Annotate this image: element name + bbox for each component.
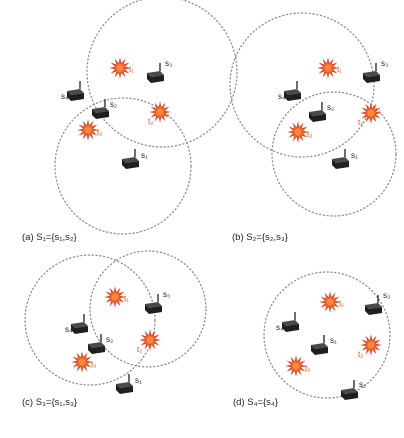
panel-caption: (c) S₃={s₁,s₃} [22,397,77,408]
sensor-icon [341,380,358,400]
panel-caption: (b) S₂={s₂,s₃} [232,232,288,243]
sensor-label: s₂ [106,335,113,344]
panel-a: s₁ s₂ s₃ s₄ t₁ t₂ t₃ (a) S₁={s₁,s₂} [22,0,238,243]
coverage-circle [86,0,238,148]
coverage-circle [271,91,397,217]
coverage-circle [263,271,391,399]
panel-b: s₁ s₂ s₃ s₄ t₁ t₂ t₃ (b) S₂={s₂,s₃} [229,12,397,243]
target-icon [360,334,382,356]
sensor-icon [309,102,326,122]
sensor-icon [67,81,84,101]
coverage-circle [54,97,192,235]
sensor-label: s₃ [381,59,388,68]
sensor-icon [145,294,162,314]
sensor-icon [147,63,164,83]
target-icon [287,121,309,143]
sensor-icon [311,335,328,355]
sensor-label: s₄ [65,325,72,334]
sensor-label: s₁ [351,151,358,160]
target-label: t₁ [129,65,134,74]
target-icon [149,101,171,123]
sensor-label: s₃ [165,59,172,68]
target-label: t₃ [97,128,102,137]
target-label: t₁ [339,299,344,308]
target-icon [71,351,93,373]
panel-caption: (a) S₁={s₁,s₂} [22,232,77,243]
sensor-label: s₄ [276,323,283,332]
target-label: t₂ [148,117,153,126]
target-icon [77,119,99,141]
target-icon [319,291,341,313]
sensor-label: s₁ [135,376,142,385]
sensor-icon [71,314,88,334]
target-icon [360,102,382,124]
target-icon [317,57,339,79]
target-label: t₁ [124,294,129,303]
sensor-label: s₂ [327,103,334,112]
sensor-label: s₁ [330,336,337,345]
sensor-label: s₂ [359,380,366,389]
sensor-icon [365,295,382,315]
target-label: t₂ [358,350,363,359]
target-label: t₃ [307,130,312,139]
sensor-icon [116,374,133,394]
sensor-label: s₂ [110,100,117,109]
target-icon [104,286,126,308]
sensor-label: s₁ [141,151,148,160]
panel-d: s₁ s₂ s₃ s₄ t₁ t₂ t₃ (d) S₄={s₄} [233,271,391,408]
coverage-circle [229,12,375,158]
sensor-icon [282,312,299,332]
panel-c: s₁ s₂ s₃ s₄ t₁ t₂ t₃ (c) S₃={s₁,s₃} [22,250,207,408]
target-label: t₃ [91,360,96,369]
target-label: t₂ [137,345,142,354]
target-icon [109,57,131,79]
sensor-label: s₄ [278,92,285,101]
target-icon [285,355,307,377]
sensor-label: s₃ [163,290,170,299]
target-icon [139,329,161,351]
coverage-circle [89,250,207,368]
sensor-label: s₄ [61,92,68,101]
sensor-icon [88,334,105,354]
sensor-icon [122,149,139,169]
panel-caption: (d) S₄={s₄} [233,397,278,408]
sensor-icon [92,99,109,119]
target-label: t₃ [305,364,310,373]
target-label: t₁ [337,65,342,74]
sensor-icon [284,81,301,101]
sensor-icon [363,63,380,83]
sensor-icon [332,149,349,169]
target-label: t₂ [358,118,363,127]
coverage-circle [24,254,156,386]
sensor-label: s₃ [383,291,390,300]
